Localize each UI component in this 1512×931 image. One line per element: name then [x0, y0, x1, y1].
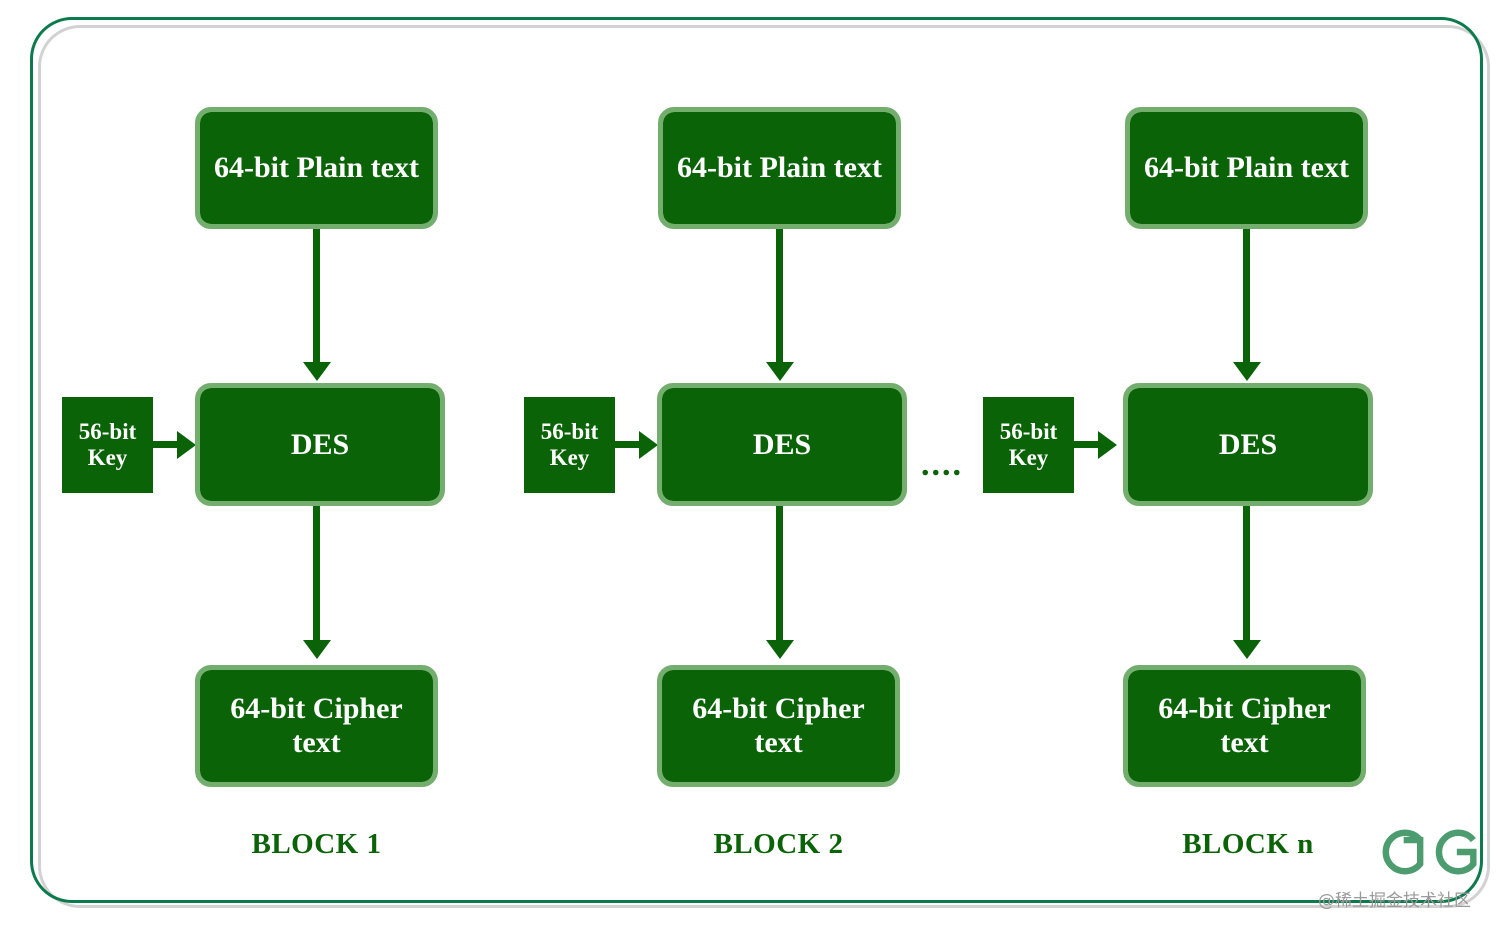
block-1-des-to-cipher-arrow	[313, 506, 320, 642]
block-1-plain-text-box: 64-bit Plain text	[195, 107, 438, 229]
block-2-cipher-text-box: 64-bit Cipher text	[657, 665, 900, 787]
block-1-key-to-des-arrow	[153, 441, 179, 448]
block-n-plain-to-des-arrow	[1243, 229, 1250, 364]
block-n-key-to-des-arrow	[1074, 441, 1100, 448]
block-1-cipher-text-box: 64-bit Cipher text	[195, 665, 438, 787]
block-1-caption: BLOCK 1	[251, 828, 382, 860]
block-1-des-box: DES	[195, 383, 445, 506]
block-n-des-to-cipher-arrow	[1243, 506, 1250, 642]
block-n-cipher-text-box: 64-bit Cipher text	[1123, 665, 1366, 787]
geeksforgeeks-logo-icon	[1382, 829, 1477, 875]
block-2-des-box: DES	[657, 383, 907, 506]
block-2-plain-to-des-arrow	[776, 229, 783, 364]
block-1-key-box: 56-bit Key	[62, 397, 153, 493]
block-n-caption: BLOCK n	[1182, 828, 1314, 860]
block-n-des-box: DES	[1123, 383, 1373, 506]
block-2-caption: BLOCK 2	[713, 828, 844, 860]
block-1-plain-to-des-arrow	[313, 229, 320, 364]
outer-frame-shadow	[38, 25, 1490, 908]
block-2-des-to-cipher-arrow	[776, 506, 783, 642]
outer-frame	[30, 17, 1483, 903]
block-n-plain-text-box: 64-bit Plain text	[1125, 107, 1368, 229]
watermark-text: @稀土掘金技术社区	[1318, 891, 1471, 911]
blocks-continuation-ellipsis: ....	[921, 446, 963, 483]
block-2-plain-text-box: 64-bit Plain text	[658, 107, 901, 229]
block-2-key-box: 56-bit Key	[524, 397, 615, 493]
block-2-key-to-des-arrow	[615, 441, 641, 448]
block-n-key-box: 56-bit Key	[983, 397, 1074, 493]
